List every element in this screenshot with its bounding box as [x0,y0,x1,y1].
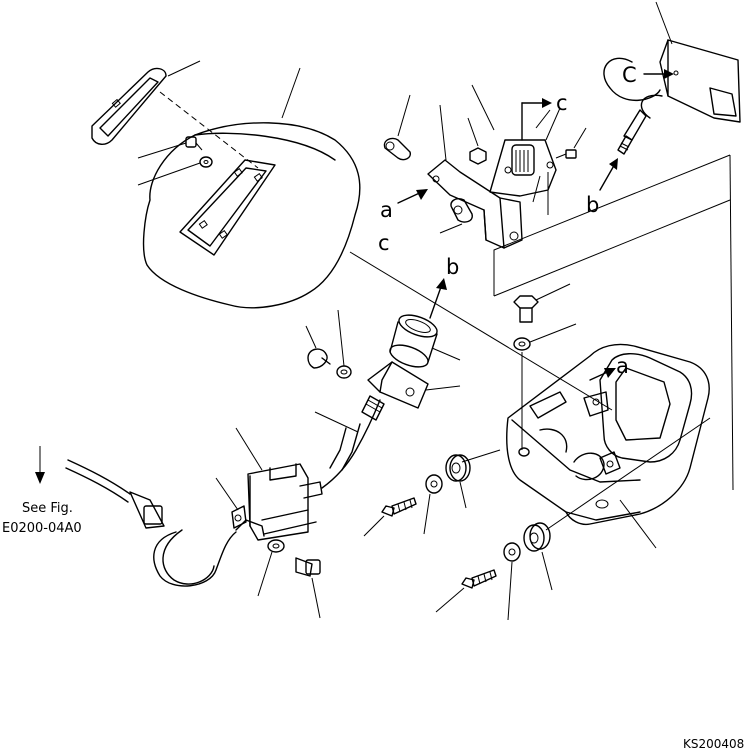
leader-line-base [619,499,657,549]
mount-rubber-lower [523,522,551,552]
pad-alignment-dashline [159,91,259,169]
armrest-washer [199,156,213,168]
label-b-right: b [586,193,599,217]
leader-line-unit [235,427,263,471]
reference-line2: E0200-04A0 [2,521,82,536]
leader-line-harness [215,477,239,511]
assembly-guide-lines [349,154,734,491]
rubber-sleeve [389,314,438,368]
drawing-code: KS200408 [683,737,744,751]
pointer-arrow-b-center [429,278,447,319]
washer-lower-left [267,539,285,553]
switch-bracket-assembly [427,139,557,249]
wire-harness-left [65,459,317,587]
leader-lines-mount-lower [435,417,711,621]
mount-bolt-upper [381,497,417,517]
armrest-cover [142,122,361,309]
pointer-arrow-b-right [599,158,618,191]
mount-washer-upper [425,474,443,494]
switch-cable [321,395,385,489]
label-b-center: b [446,255,459,279]
leader-lines-top-bolt [529,283,577,343]
leader-lines-switch [397,84,587,234]
reference-line1: See Fig. [22,501,73,516]
clip-lower [450,198,473,223]
mount-washer-lower [503,542,521,562]
connector-cable-right [617,94,663,155]
washer-center-left [336,365,352,379]
label-a-switch: a [380,198,393,222]
screw-small-right [546,149,577,169]
base-plate [506,343,710,526]
hex-bolt-top [513,295,539,323]
pointer-arrow-c-switch [521,98,552,141]
pointer-arrow-a-base [589,368,616,381]
nut-top [469,147,487,165]
label-a-base: a [616,354,629,378]
mount-rubber-upper [445,454,471,482]
armrest-pad [91,67,167,145]
mount-bolt-lower [461,569,497,589]
washer-top [513,337,531,351]
leader-line-cover [655,1,673,45]
label-c-lower: c [378,231,390,255]
bolt-lower-left [295,557,321,577]
control-unit-block [247,463,323,541]
bolt-center-left [307,348,331,369]
reference-arrow [35,446,45,484]
leader-line-cable [314,411,359,433]
wire-loop-c [603,57,661,102]
pointer-arrow-c-upper [643,69,674,79]
label-c-switch: c [556,91,568,115]
leader-lines-lower-left [257,551,321,619]
leader-lines-mount-upper [363,449,501,537]
leader-lines-center [305,309,461,391]
label-c-upper: C [622,63,637,87]
holder-bracket [367,361,429,409]
cover-plate-top-right [659,39,741,123]
armrest-screw [185,136,203,151]
pointer-arrow-a-switch [397,189,428,204]
clip-left [383,137,411,161]
leader-lines-armrest [137,60,301,186]
